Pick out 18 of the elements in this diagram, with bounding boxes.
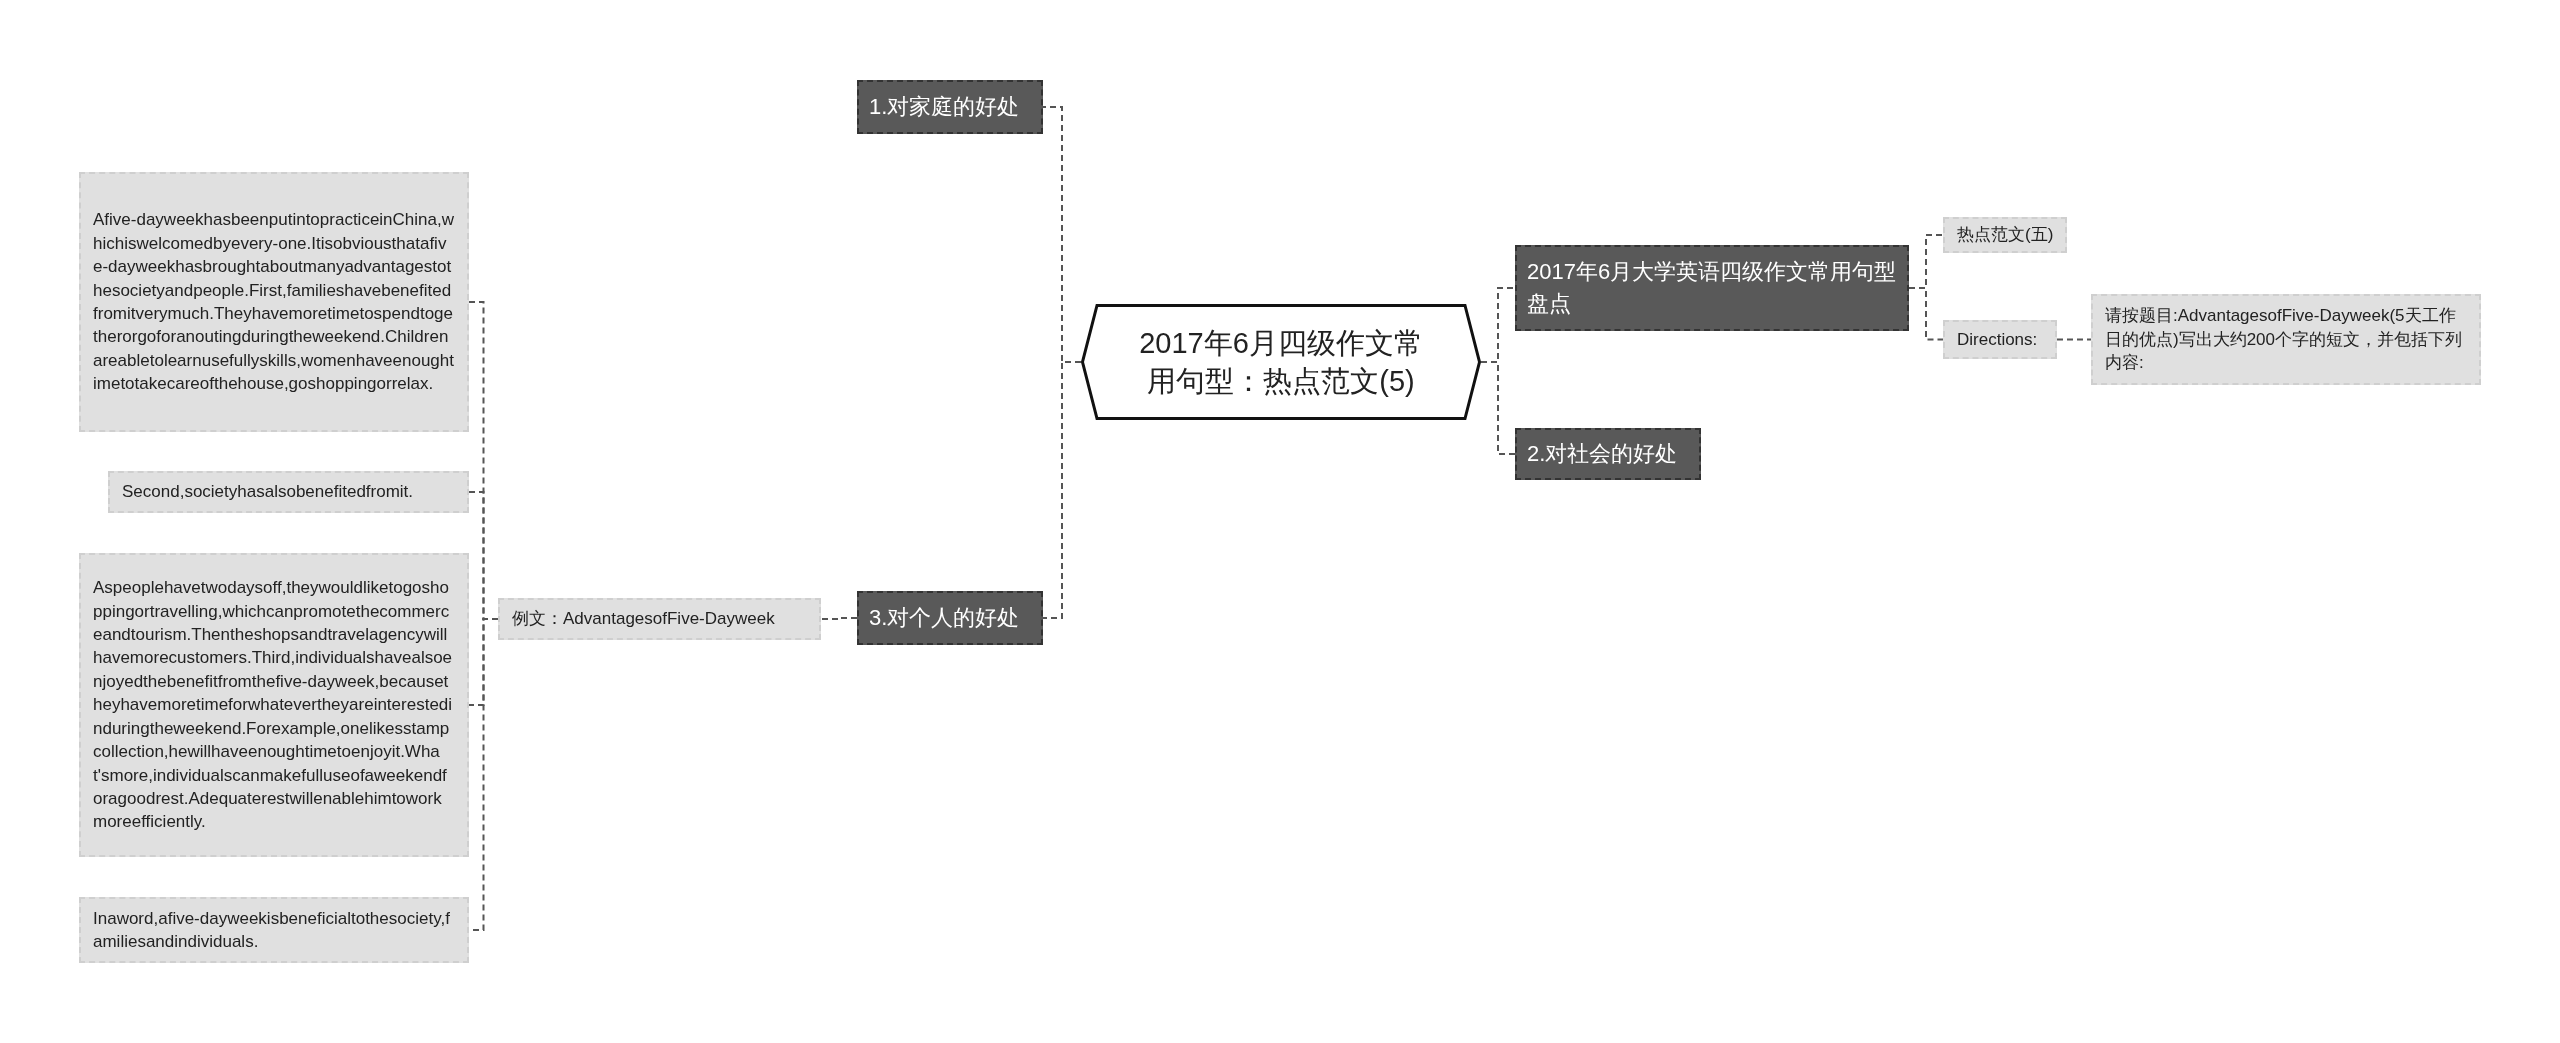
leaf-box: 例文：AdvantagesofFive-Dayweek: [498, 598, 821, 640]
connector-line: [2056, 338, 2092, 341]
paragraph-box: Inaword,afive-dayweekisbeneficialtothesociety,familiesandindividuals.: [79, 897, 469, 963]
leaf-box: 请按题目:AdvantagesofFive-Dayweek(5天工作日的优点)写出大约200个字的短文，并包括下列内容:: [2091, 294, 2481, 385]
branch-box: 3.对个人的好处: [857, 591, 1043, 645]
connector-line: [1042, 361, 1082, 619]
branch-box: 2.对社会的好处: [1515, 428, 1701, 480]
branch-box: 1.对家庭的好处: [857, 80, 1043, 134]
connector-line: [820, 617, 858, 620]
leaf-box: 热点范文(五): [1943, 217, 2067, 253]
central-topic: 2017年6月四级作文常用句型：热点范文(5): [1081, 304, 1481, 420]
branch-box: 2017年6月大学英语四级作文常用句型盘点: [1515, 245, 1909, 331]
paragraph-box: Second,societyhasalsobenefitedfromit.: [108, 471, 469, 513]
connector-line: [1480, 361, 1516, 455]
paragraph-box: Afive-dayweekhasbeenputintopracticeinChina,whichiswelcomedbyevery-one.Itisobviousthatafive-dayweekhasbroughtaboutmanyadvantagestothesocietyandpeople.First,familieshavebenefitedfromitverymuch.Theyhavemoretimetospendtogetherorgoforanoutingduringtheweekend.Childrenareabletolearnusefullyskills,womenhaveenoughtimetotakecareofthehouse,goshoppingorrelax.: [79, 172, 469, 432]
connector-line: [1908, 287, 1944, 341]
paragraph-box: Aspeoplehavetwodaysoff,theywouldliketogoshoppingortravelling,whichcanpromotethecommerceandtourism.Thentheshopsandtravelagencywillhavemorecustomers.Third,individualshavealsoenjoyedthebenefitfromthefive-dayweek,becausetheyhavemoretimeforwhatevertheyareinterestedinduringtheweekend.Forexample,onelikesstampcollection,hewillhaveenoughtimetoenjoyit.What'smore,individualscanmakefulluseofaweekendforagoodrest.Adequaterestwillenablehimtoworkmoreefficiently.: [79, 553, 469, 857]
leaf-box: Directions:: [1943, 320, 2057, 359]
